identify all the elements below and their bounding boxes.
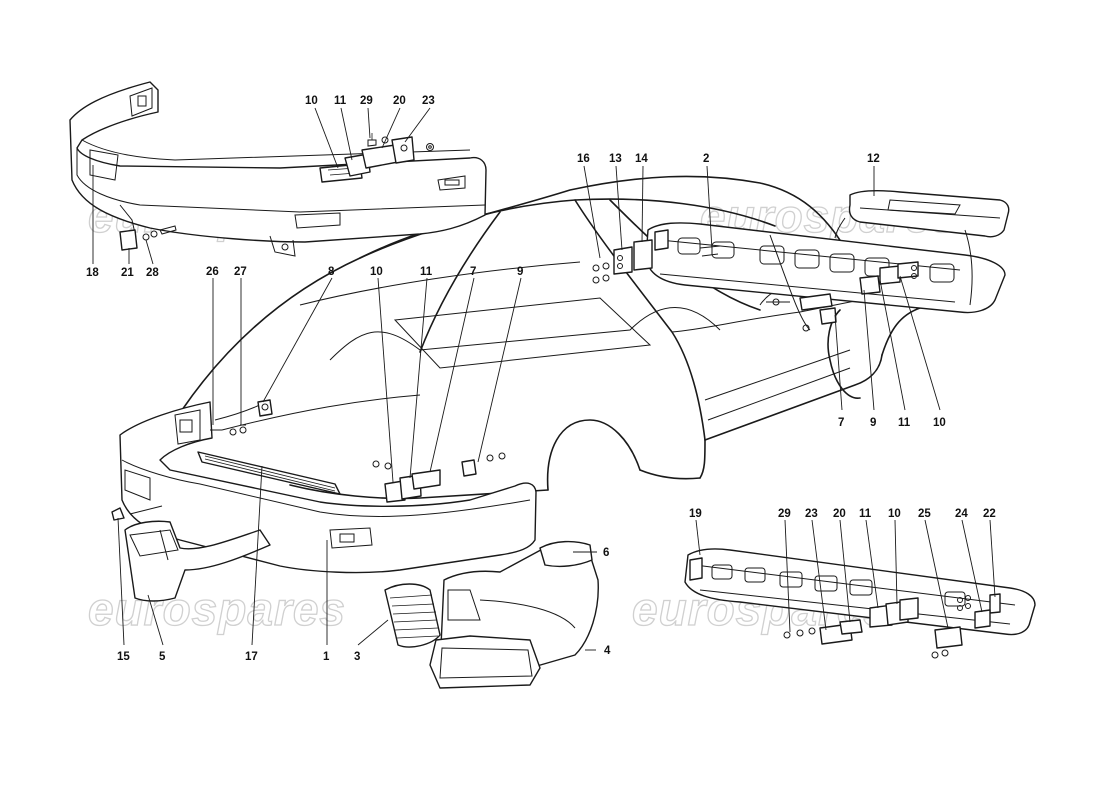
callout-bottom-15: 15 bbox=[117, 651, 130, 663]
callout-bottom-5: 5 bbox=[159, 651, 166, 663]
upper-left-bumper bbox=[69, 81, 487, 257]
callout-bottom-right-22: 22 bbox=[983, 508, 996, 520]
callout-bottom-17: 17 bbox=[245, 651, 258, 663]
callout-bottom-right-23: 23 bbox=[805, 508, 818, 520]
callout-bottom-right-29: 29 bbox=[778, 508, 791, 520]
callout-mid-12: 12 bbox=[867, 153, 880, 165]
callout-rear-9: 9 bbox=[870, 417, 876, 429]
callout-front-10: 10 bbox=[370, 266, 383, 278]
callout-top-28: 28 bbox=[146, 267, 159, 279]
callout-top-29: 29 bbox=[360, 95, 373, 107]
callout-bottom-6: 6 bbox=[603, 547, 609, 559]
callout-bottom-right-25: 25 bbox=[918, 508, 931, 520]
callout-mid-2: 2 bbox=[703, 153, 709, 165]
callout-bottom-1: 1 bbox=[323, 651, 330, 663]
callout-front-11: 11 bbox=[420, 266, 433, 278]
air-ducts bbox=[124, 520, 599, 689]
watermark-bottom-left: eurospares bbox=[88, 583, 346, 635]
lower-right-bumper bbox=[684, 548, 1036, 659]
car-body-outline bbox=[181, 175, 921, 500]
callout-mid-13: 13 bbox=[609, 153, 622, 165]
callout-front-27: 27 bbox=[234, 266, 247, 278]
callout-top-20: 20 bbox=[393, 95, 406, 107]
callout-mid-16: 16 bbox=[577, 153, 590, 165]
callout-top-11: 11 bbox=[334, 95, 347, 107]
callout-rear-11: 11 bbox=[898, 417, 911, 429]
callout-front-7: 7 bbox=[470, 266, 476, 278]
callout-bottom-right-11: 11 bbox=[859, 508, 872, 520]
callout-rear-10: 10 bbox=[933, 417, 946, 429]
rear-bumper-upper bbox=[592, 190, 1010, 332]
callout-bottom-right-19: 19 bbox=[689, 508, 702, 520]
callout-rear-7: 7 bbox=[838, 417, 844, 429]
callout-top-21: 21 bbox=[121, 267, 134, 279]
callout-front-26: 26 bbox=[206, 266, 219, 278]
callout-labels: 10 11 29 20 23 18 21 28 16 13 14 2 12 26… bbox=[86, 95, 996, 663]
callout-top-10: 10 bbox=[305, 95, 318, 107]
callout-bottom-right-24: 24 bbox=[955, 508, 968, 520]
callout-front-9: 9 bbox=[517, 266, 523, 278]
callout-top-23: 23 bbox=[422, 95, 435, 107]
callout-mid-14: 14 bbox=[635, 153, 648, 165]
callout-bottom-3: 3 bbox=[354, 651, 360, 663]
callout-bottom-right-10: 10 bbox=[888, 508, 901, 520]
leader-lines bbox=[92, 107, 996, 651]
callout-front-8: 8 bbox=[328, 266, 335, 278]
callout-bottom-4: 4 bbox=[604, 645, 611, 657]
callout-bottom-right-20: 20 bbox=[833, 508, 846, 520]
callout-top-18: 18 bbox=[86, 267, 99, 279]
front-bumper bbox=[111, 399, 537, 574]
